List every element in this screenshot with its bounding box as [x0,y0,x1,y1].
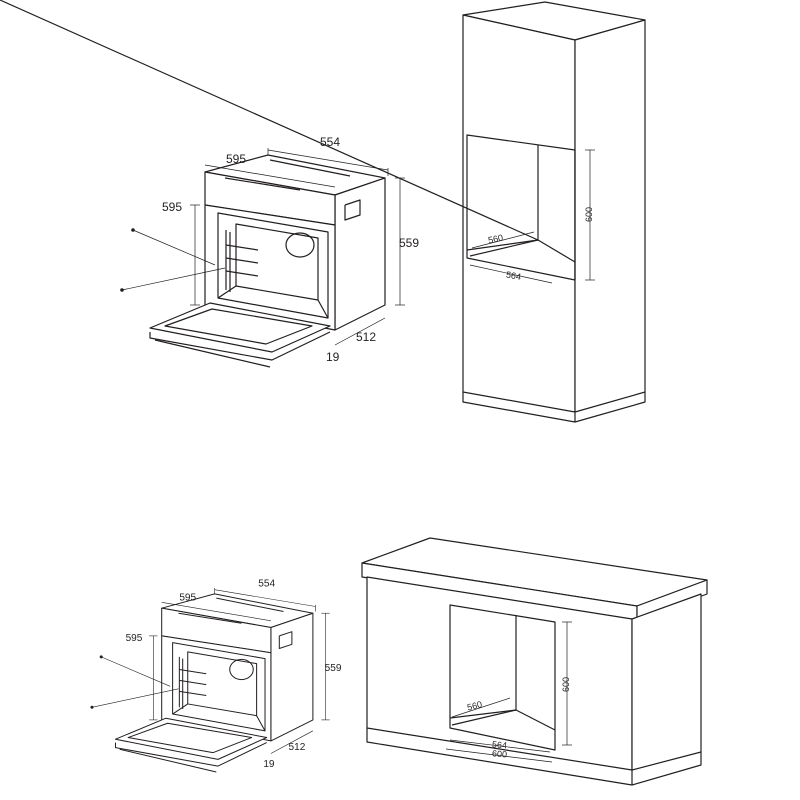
dim-door-thickness: 19 [263,759,275,770]
dim-cabinet-height: 600 [561,677,571,692]
oven-line-13 [229,658,254,681]
oven-line-34 [99,655,103,659]
oven-line-31 [270,730,314,754]
dim-cabinet-depth: 560 [466,699,483,712]
oven-line-12 [225,270,259,277]
oven-line-17 [119,748,217,773]
cabinet-opening [466,134,576,281]
oven-line-6 [172,703,189,715]
oven-line-17 [154,339,271,368]
oven-line-21 [267,149,389,171]
oven-line-10 [225,244,259,251]
oven-line-35 [120,288,124,292]
oven-line-19 [269,159,351,177]
oven-line-32 [132,229,216,266]
oven-top-drawing: 554 595 595 559 512 19 [120,135,419,368]
oven-line-10 [179,669,207,675]
oven-line-32 [101,656,171,687]
oven-line-13 [285,232,315,258]
oven-body [120,148,405,368]
oven-line-12 [179,690,207,697]
dim-height-front: 595 [162,200,182,214]
dim-height-side: 559 [399,236,419,250]
dim-height-side: 559 [325,663,342,674]
oven-line-24 [161,602,271,622]
oven-line-11 [179,679,207,686]
oven-line-33 [91,688,179,708]
dim-door-thickness: 19 [326,350,340,364]
dim-cabinet-height: 600 [584,207,594,222]
dim-depth-side: 512 [289,742,306,753]
oven-line-7 [256,715,266,732]
oven-line-34 [131,228,135,232]
oven-line-11 [225,257,259,264]
dim-cabinet-width: 564 [505,270,522,282]
oven-line-7 [317,299,329,319]
oven-line-31 [334,317,386,346]
oven-line-33 [121,267,226,291]
oven-line-19 [216,597,284,613]
dim-cabinet-width-outer: 600 [492,748,508,759]
oven-bottom-drawing: 554 595 595 559 512 19 [90,578,342,773]
oven-line-21 [214,589,316,607]
oven-body [90,588,330,773]
dim-cabinet-width-inner: 564 [492,739,508,750]
oven-line-15 [164,308,313,345]
oven-line-6 [217,285,237,299]
dim-depth-side: 512 [356,330,376,344]
dim-height-front: 595 [126,633,143,644]
oven-line-18 [344,199,361,221]
oven-line-20 [224,177,301,191]
oven-line-35 [90,705,94,709]
oven-line-20 [178,612,242,624]
oven-line-15 [127,722,253,754]
base-cabinet: 600 560 564 600 [361,537,708,786]
tall-cabinet: 600 560 564 [0,0,646,423]
cabinet-opening [449,604,556,751]
dim-cabinet-depth: 560 [487,232,504,245]
oven-line-16 [149,331,331,361]
dim-width-top: 595 [226,152,246,166]
oven-line-16 [114,742,267,767]
dim-width-top: 595 [179,593,196,604]
oven-line-18 [278,631,293,650]
dim-depth-top: 554 [258,578,275,589]
oven-line-24 [204,164,336,188]
